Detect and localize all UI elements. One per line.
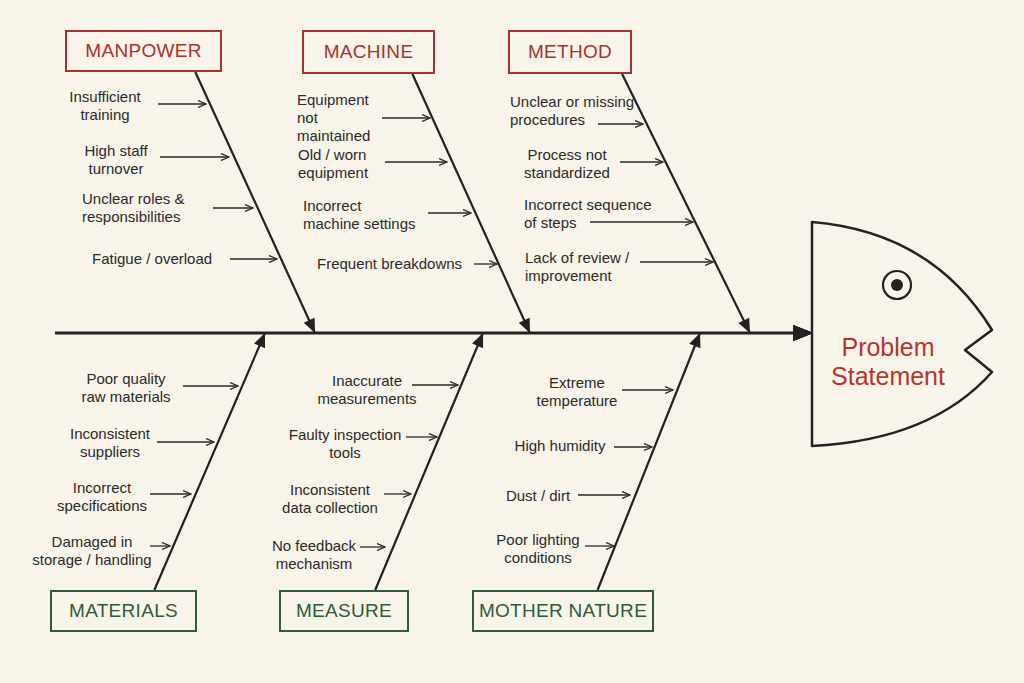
cause-label: Inconsistent suppliers — [60, 425, 160, 461]
cause-label: Incorrect specifications — [52, 479, 152, 515]
cause-label: Poor quality raw materials — [79, 370, 174, 406]
bone-connector — [375, 333, 812, 590]
cause-label: High humidity — [505, 437, 615, 455]
leader-arrow — [406, 436, 437, 437]
leader-arrow — [158, 103, 206, 104]
leader-arrow — [412, 384, 458, 385]
category-box: MANPOWER — [65, 30, 222, 72]
category-title: MEASURE — [296, 600, 392, 622]
cause-label: Frequent breakdowns — [317, 255, 477, 273]
leader-arrow — [384, 493, 411, 494]
category-box: MACHINE — [302, 30, 435, 74]
cause-label: Process not standardized — [520, 146, 615, 182]
category-box: METHOD — [508, 30, 632, 74]
category-title: MACHINE — [324, 41, 414, 63]
leader-arrow — [620, 161, 663, 162]
leader-arrow — [622, 389, 673, 390]
cause-label: High staff turnover — [71, 142, 161, 178]
leader-arrow — [585, 545, 614, 546]
cause-label: Equipment not maintained — [297, 91, 393, 145]
leader-arrow — [150, 493, 191, 494]
cause-label: Inconsistent data collection — [280, 481, 380, 517]
leader-arrow — [160, 156, 229, 157]
leader-arrow — [598, 123, 643, 124]
fish-head-shape — [812, 222, 992, 446]
fish-eye — [883, 271, 911, 299]
leader-arrow — [183, 385, 238, 386]
problem-text: Problem Statement — [812, 333, 964, 391]
leader-arrow — [614, 446, 652, 447]
bone-connector — [195, 72, 812, 333]
category-box: MOTHER NATURE — [472, 590, 654, 632]
cause-label: Dust / dirt — [498, 487, 578, 505]
cause-label: No feedback mechanism — [269, 537, 359, 573]
category-title: MATERIALS — [69, 600, 178, 622]
cause-label: Faulty inspection tools — [285, 426, 405, 462]
leader-arrow — [474, 263, 497, 264]
bone-connector — [412, 74, 812, 333]
cause-label: Incorrect machine settings — [303, 197, 419, 233]
problem-head: Problem Statement — [812, 222, 995, 446]
leader-arrow — [360, 546, 385, 547]
cause-label: Poor lighting conditions — [491, 531, 586, 567]
bone-connector — [154, 333, 812, 590]
leader-arrow — [590, 221, 693, 222]
leader-arrow — [213, 207, 253, 208]
category-title: MANPOWER — [85, 40, 201, 62]
cause-label: Lack of review / improvement — [525, 249, 675, 285]
leader-arrow — [578, 494, 630, 495]
fish-pupil — [891, 279, 903, 291]
cause-label: Unclear roles & responsibilities — [82, 190, 200, 226]
leader-arrow — [385, 161, 447, 162]
cause-label: Damaged in storage / handling — [30, 533, 155, 569]
category-box: MATERIALS — [50, 590, 197, 632]
category-title: METHOD — [528, 41, 612, 63]
cause-label: Extreme temperature — [532, 374, 622, 410]
bone-connector — [598, 333, 812, 590]
leader-arrow — [640, 261, 713, 262]
leader-arrow — [382, 117, 430, 118]
cause-label: Inaccurate measurements — [315, 372, 420, 408]
category-box: MEASURE — [279, 590, 409, 632]
cause-label: Incorrect sequence of steps — [524, 196, 659, 232]
cause-label: Unclear or missing procedures — [510, 93, 645, 129]
leader-arrow — [150, 545, 170, 546]
leader-arrow — [428, 212, 471, 213]
cause-label: Insufficient training — [55, 88, 155, 124]
leader-arrow — [230, 258, 277, 259]
leader-arrow — [157, 441, 214, 442]
cause-label: Fatigue / overload — [92, 250, 232, 268]
cause-label: Old / worn equipment — [298, 146, 383, 182]
category-title: MOTHER NATURE — [479, 600, 647, 622]
